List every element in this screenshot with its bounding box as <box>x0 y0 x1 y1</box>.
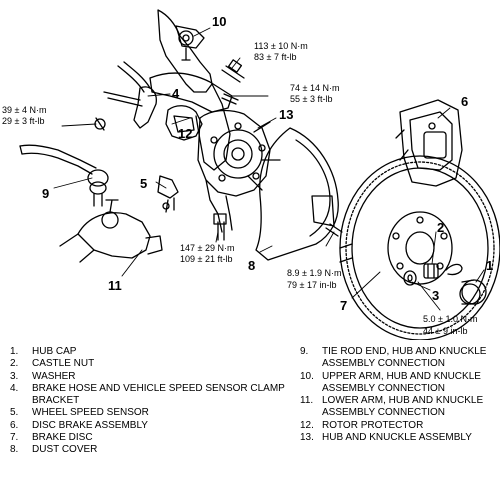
legend-item-number: 11. <box>300 395 314 407</box>
callout-5: 5 <box>140 176 147 191</box>
callout-6: 6 <box>461 94 468 109</box>
callout-3: 3 <box>432 288 439 303</box>
leader-lines <box>53 27 485 311</box>
legend-item-number: 4. <box>10 382 19 394</box>
legend-item: 6. DISC BRAKE ASSEMBLY <box>10 420 290 432</box>
legend-item: 11. LOWER ARM, HUB AND KNUCKLE ASSEMBLY C… <box>300 395 495 420</box>
legend-item: 12. ROTOR PROTECTOR <box>300 420 495 432</box>
legend-item-text: WHEEL SPEED SENSOR <box>32 407 149 419</box>
lower-arm-drawing <box>59 199 163 263</box>
legend-item-text: ROTOR PROTECTOR <box>322 419 424 431</box>
torque-upper-arm-nm: 113 ± 10 N·m <box>254 41 308 51</box>
torque-hose-nm: 74 ± 14 N·m <box>290 83 339 93</box>
legend-item-number: 1. <box>10 346 19 357</box>
legend-item-number: 5. <box>10 407 19 419</box>
torque-dust-cover-inlb: 79 ± 17 in-lb <box>287 280 336 290</box>
legend-item: 4. BRAKE HOSE AND VEHICLE SPEED SENSOR CL… <box>10 383 290 408</box>
brake-hose-bracket-drawing <box>103 61 157 129</box>
legend-item: 10. UPPER ARM, HUB AND KNUCKLE ASSEMBLY C… <box>300 371 495 396</box>
callout-12: 12 <box>178 126 192 141</box>
hub-cap-drawing <box>459 279 487 305</box>
legend-item: 9. TIE ROD END, HUB AND KNUCKLE ASSEMBLY … <box>300 346 495 371</box>
upper-arm-bolt-drawing <box>221 59 245 105</box>
disc-brake-caliper-drawing <box>395 99 463 187</box>
exploded-view-diagram: 10 4 12 13 5 6 9 8 11 7 2 3 1 113 ± 10 N… <box>2 9 500 340</box>
legend-item: 2. CASTLE NUT <box>10 358 290 370</box>
torque-hose-ftlb: 55 ± 3 ft-lb <box>290 94 332 104</box>
legend-item-text: BRAKE HOSE AND VEHICLE SPEED SENSOR CLAM… <box>32 382 285 407</box>
legend-item-text: CASTLE NUT <box>32 358 95 370</box>
cotter-pin-drawing <box>445 263 463 276</box>
washer-drawing <box>403 270 417 286</box>
legend-item-number: 2. <box>10 358 19 370</box>
torque-lower-arm-nm: 147 ± 29 N·m <box>180 243 234 253</box>
legend-left-column: 1. HUB CAP 2. CASTLE NUT 3. WASHER 4. BRAKE HOS… <box>10 346 290 457</box>
legend-item-text: BRAKE DISC <box>32 432 93 444</box>
callout-13: 13 <box>279 107 293 122</box>
torque-tie-rod-ftlb: 29 ± 3 ft-lb <box>2 116 44 126</box>
callout-1: 1 <box>486 258 493 273</box>
legend-item-text: WASHER <box>32 370 76 382</box>
torque-sensor-inlb: 44 ± 9 in-lb <box>423 326 467 336</box>
callout-9: 9 <box>42 186 49 201</box>
callout-8: 8 <box>248 258 255 273</box>
legend-item: 13. HUB AND KNUCKLE ASSEMBLY <box>300 432 495 444</box>
legend-item-text: DUST COVER <box>32 444 98 456</box>
legend-item-text: HUB AND KNUCKLE ASSEMBLY <box>322 432 472 444</box>
lower-arm-bolt-drawing <box>217 221 225 241</box>
legend-item-number: 8. <box>10 444 19 456</box>
legend-item: 1. HUB CAP <box>10 346 290 358</box>
legend-item-number: 3. <box>10 370 19 382</box>
callout-4: 4 <box>172 86 180 101</box>
legend-item: 7. BRAKE DISC <box>10 432 290 444</box>
legend-item-number: 7. <box>10 432 19 444</box>
dust-cover-drawing <box>255 127 343 261</box>
legend-item-number: 13. <box>300 432 314 444</box>
upper-arm-drawing <box>149 9 233 171</box>
callout-11: 11 <box>108 278 122 293</box>
callout-10: 10 <box>212 14 226 29</box>
rotor-protector-drawing <box>165 105 203 141</box>
wheel-speed-sensor-drawing <box>157 175 179 213</box>
castle-nut-drawing <box>423 263 439 279</box>
legend-item-number: 12. <box>300 419 314 431</box>
torque-dust-cover-nm: 8.9 ± 1.9 N·m <box>287 268 341 278</box>
torque-sensor-nm: 5.0 ± 1.0 N·m <box>423 314 477 324</box>
torque-upper-arm-ftlb: 83 ± 7 ft-lb <box>254 52 296 62</box>
hub-knuckle-drawing <box>197 109 281 233</box>
legend-item-text: DISC BRAKE ASSEMBLY <box>32 419 148 431</box>
callout-2: 2 <box>437 220 444 235</box>
tie-rod-end-drawing <box>19 117 109 207</box>
legend-right-column: 9. TIE ROD END, HUB AND KNUCKLE ASSEMBLY … <box>300 346 495 444</box>
legend-item-number: 9. <box>300 346 309 357</box>
legend-item-text: LOWER ARM, HUB AND KNUCKLE ASSEMBLY CONN… <box>322 395 484 419</box>
torque-lower-arm-ftlb: 109 ± 21 ft-lb <box>180 254 232 264</box>
legend-item-number: 10. <box>300 370 314 382</box>
legend-item: 5. WHEEL SPEED SENSOR <box>10 407 290 419</box>
legend-item: 8. DUST COVER <box>10 444 290 456</box>
legend-item-number: 6. <box>10 419 19 431</box>
torque-tie-rod-nm: 39 ± 4 N·m <box>2 105 46 115</box>
legend-item-text: UPPER ARM, HUB AND KNUCKLE ASSEMBLY CONN… <box>322 370 481 394</box>
legend-item-text: HUB CAP <box>32 346 77 357</box>
legend-item: 3. WASHER <box>10 371 290 383</box>
callout-7: 7 <box>340 298 347 313</box>
legend-item-text: TIE ROD END, HUB AND KNUCKLE ASSEMBLY CO… <box>322 346 487 370</box>
